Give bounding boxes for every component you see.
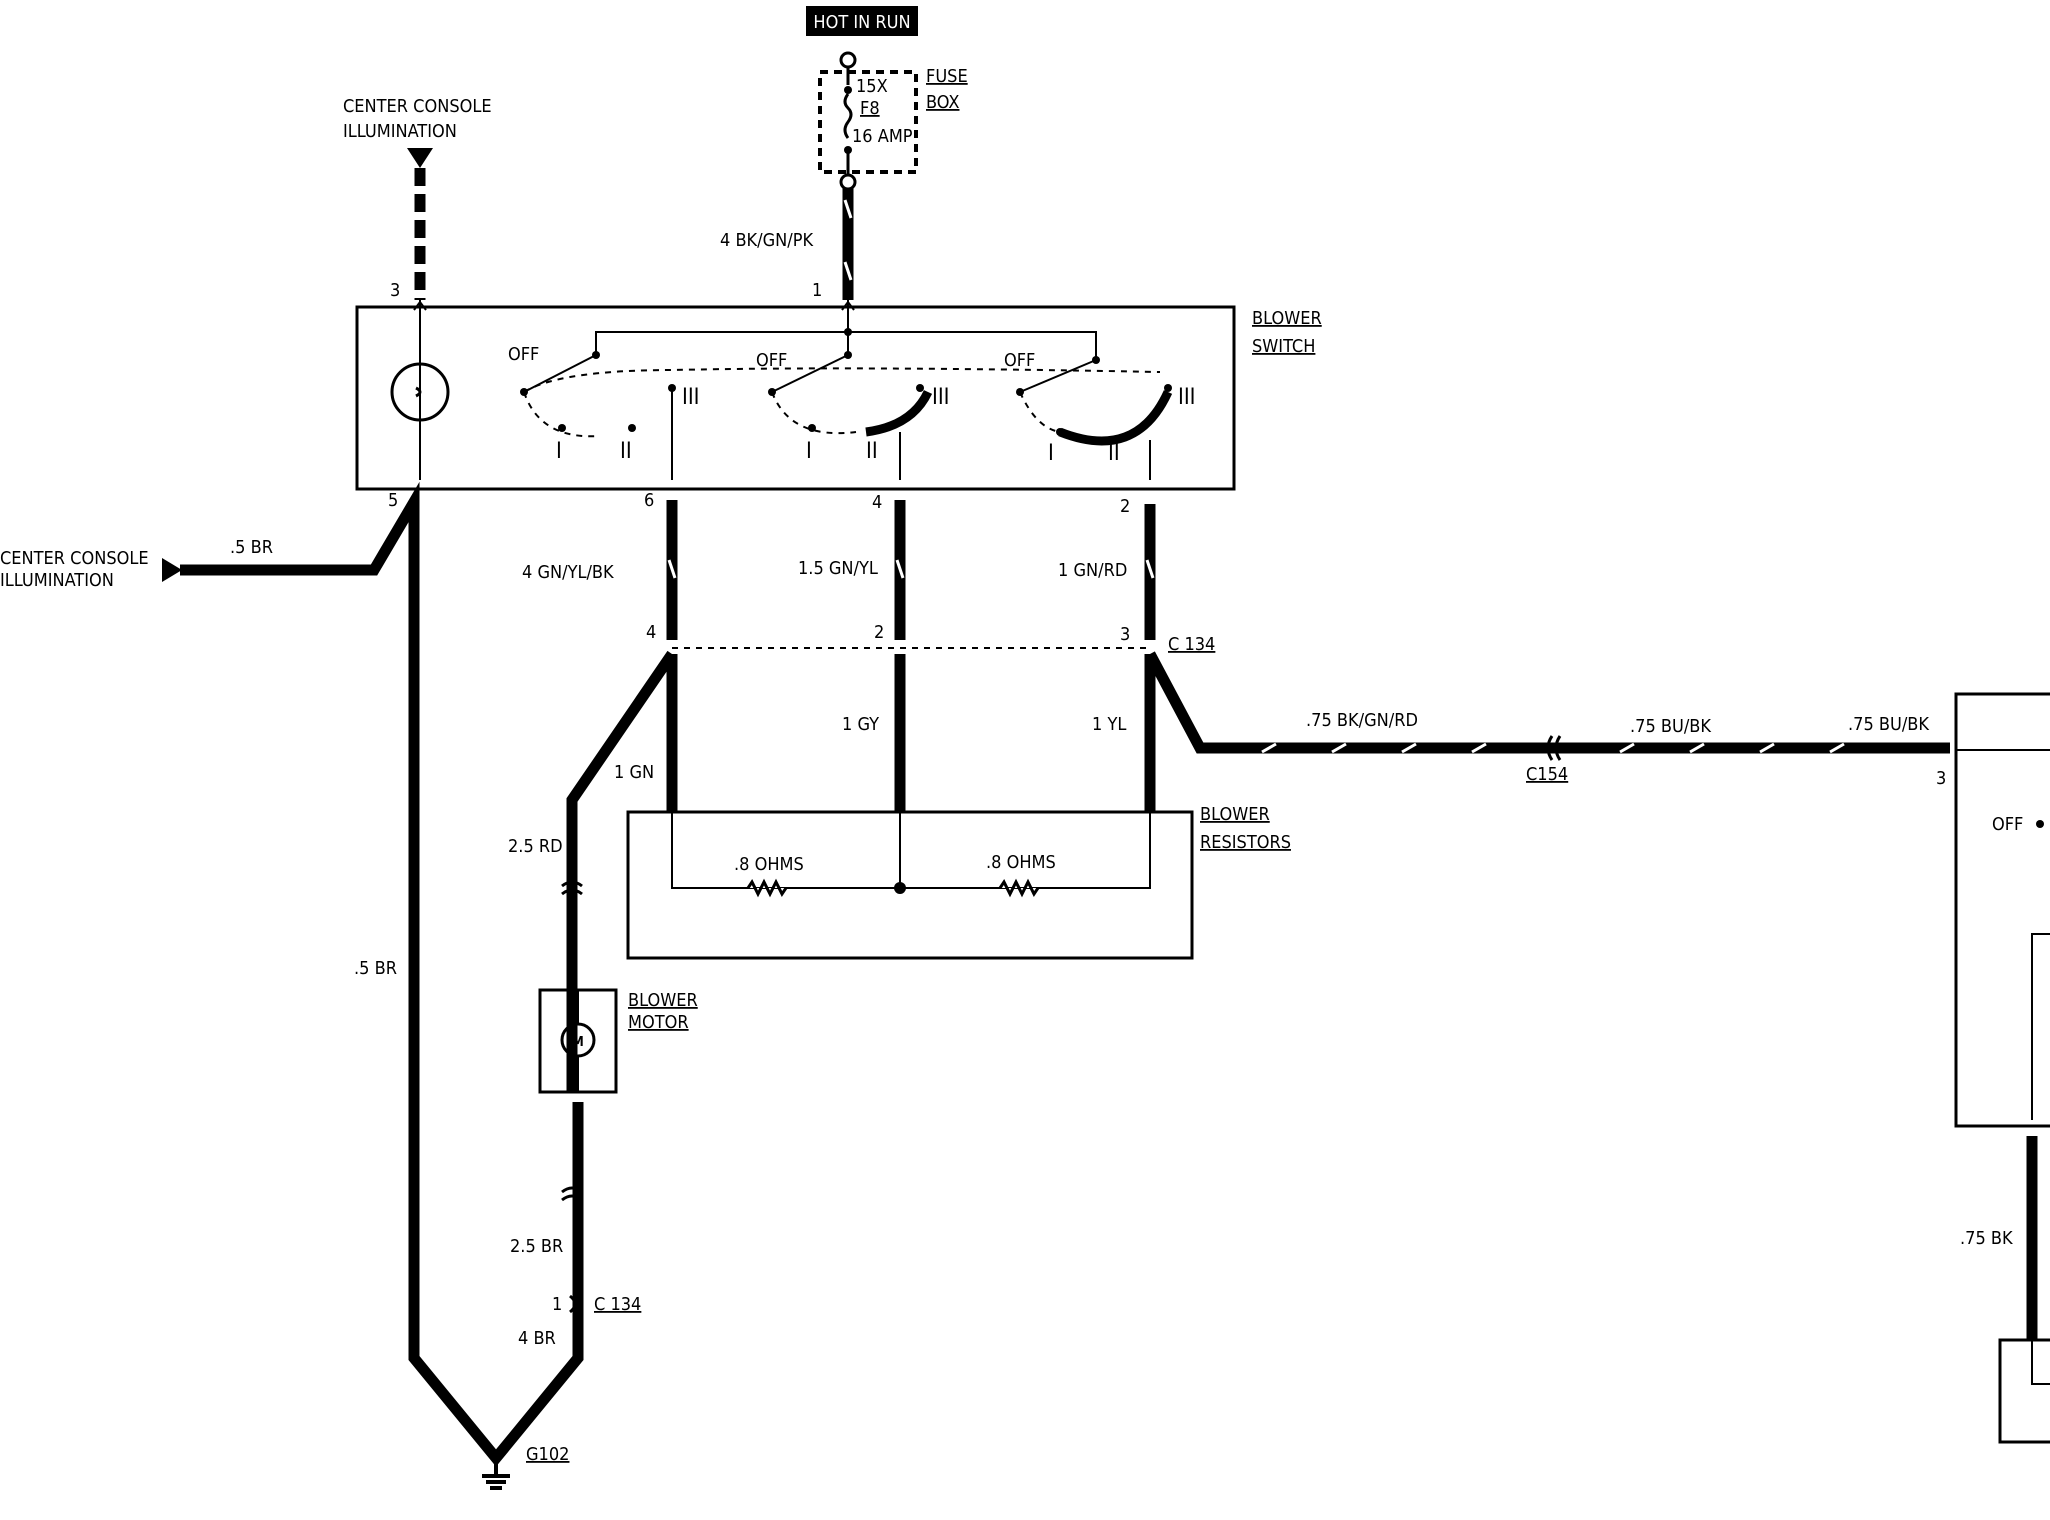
- fuse-box: 15X F8 16 AMP FUSE BOX: [818, 51, 968, 191]
- blower-switch: BLOWER SWITCH: [355, 300, 1322, 491]
- wire-label-ground-left: .5 BR: [354, 958, 397, 979]
- illumination-ground-wire: CENTER CONSOLE ILLUMINATION .5 BR .5 BR: [0, 481, 584, 1467]
- wire-label-gy: 1 GY: [842, 714, 879, 735]
- console-top-line2: ILLUMINATION: [343, 121, 457, 142]
- wire-label-bu-bk-1: .75 BU/BK: [1630, 716, 1711, 737]
- right-panel: OFF .75 BK: [1954, 692, 2050, 1444]
- pin-4-label: 4: [872, 492, 882, 513]
- pin-5-label: 5: [388, 490, 398, 511]
- right-pin-3: 3: [1936, 768, 1946, 789]
- c134-pin-2: 2: [874, 622, 884, 643]
- switch-3-pos-3: III: [1178, 385, 1196, 410]
- feed-wire: 4 BK/GN/PK 1: [720, 188, 854, 301]
- wire-label-gn: 1 GN: [614, 762, 654, 783]
- wire-label-pin4: 1.5 GN/YL: [798, 558, 878, 579]
- ground-label: G102: [526, 1444, 569, 1465]
- wire-label-bk: .75 BK: [1960, 1228, 2013, 1249]
- switch-2-pos-2: II: [866, 439, 878, 464]
- wire-label-yl: 1 YL: [1092, 714, 1126, 735]
- switch-off-2: OFF: [756, 350, 787, 371]
- blower-resistors: .8 OHMS .8 OHMS BLOWER RESISTORS: [626, 804, 1291, 960]
- wire-label-pin2: 1 GN/RD: [1058, 560, 1127, 581]
- switch-1-pos-1: I: [556, 439, 562, 464]
- console-top-line1: CENTER CONSOLE: [343, 96, 492, 117]
- connector-c134-upper: 4 2 3 C 134: [646, 622, 1215, 655]
- pin-3-label: 3: [390, 280, 400, 301]
- hot-in-run-label: HOT IN RUN: [813, 12, 910, 33]
- switch-3-pos-1: I: [1048, 441, 1054, 466]
- console-left-line2: ILLUMINATION: [0, 570, 114, 591]
- wire-label-illum: .5 BR: [230, 537, 273, 558]
- pin-6-label: 6: [644, 490, 654, 511]
- wire-label-br4: 4 BR: [518, 1328, 556, 1349]
- wire-label-bu-bk-2: .75 BU/BK: [1848, 714, 1929, 735]
- c134-lower-label: C 134: [594, 1294, 641, 1315]
- fuse-line3: 16 AMP: [852, 126, 913, 147]
- motor-title-2: MOTOR: [628, 1012, 689, 1033]
- resistors-title-2: RESISTORS: [1200, 832, 1291, 853]
- center-console-top: CENTER CONSOLE ILLUMINATION 3: [343, 96, 492, 301]
- switch-1-pos-2: II: [620, 439, 632, 464]
- pin-1-label: 1: [812, 280, 822, 301]
- motor-title-1: BLOWER: [628, 990, 698, 1011]
- switch-2-pos-1: I: [806, 439, 812, 464]
- switch-1-pos-3: III: [682, 385, 700, 410]
- c154-label: C154: [1526, 764, 1568, 785]
- wire-label-pin6: 4 GN/YL/BK: [522, 562, 614, 583]
- switch-off-3: OFF: [1004, 350, 1035, 371]
- right-wire-run: .75 BK/GN/RD .75 BU/BK .75 BU/BK C154 3: [1145, 651, 1950, 789]
- blower-switch-title-1: BLOWER: [1252, 308, 1322, 329]
- motor-symbol: M: [572, 1035, 584, 1050]
- wire-label-bk-gn-rd: .75 BK/GN/RD: [1306, 710, 1418, 731]
- wire-label-rd: 2.5 RD: [508, 836, 563, 857]
- fuse-box-title-1: FUSE: [926, 66, 968, 87]
- resistor-1-value: .8 OHMS: [734, 854, 804, 875]
- c134-pin-4: 4: [646, 622, 656, 643]
- resistor-feed-wires: 1 GY 1 YL 1 GN 2.5 RD: [508, 650, 1156, 1092]
- resistors-title-1: BLOWER: [1200, 804, 1270, 825]
- c134-pin-3: 3: [1120, 624, 1130, 645]
- wire-label-motor-br: 2.5 BR: [510, 1236, 563, 1257]
- blower-switch-title-2: SWITCH: [1252, 336, 1315, 357]
- switch-output-wires: 4 GN/YL/BK 1.5 GN/YL 1 GN/RD: [522, 500, 1156, 640]
- c134-lower-pin: 1: [552, 1294, 562, 1315]
- blower-motor: M BLOWER MOTOR 2.5 BR 1 C 134 4 BR: [510, 880, 698, 1349]
- fuse-line1: 15X: [856, 76, 888, 97]
- switch-3-pos-2: II: [1108, 441, 1120, 466]
- c134-upper-label: C 134: [1168, 634, 1215, 655]
- resistor-2-value: .8 OHMS: [986, 852, 1056, 873]
- pin-2-label: 2: [1120, 496, 1130, 517]
- switch-off-1: OFF: [508, 344, 539, 365]
- console-left-line1: CENTER CONSOLE: [0, 548, 149, 569]
- ground-g102: G102: [482, 1444, 569, 1490]
- switch-2-pos-3: III: [932, 385, 950, 410]
- right-panel-off: OFF: [1992, 814, 2023, 835]
- wire-label-feed: 4 BK/GN/PK: [720, 230, 814, 251]
- fuse-box-title-2: BOX: [926, 92, 959, 113]
- hot-in-run-tag: HOT IN RUN: [806, 6, 918, 36]
- fuse-line2: F8: [860, 98, 880, 119]
